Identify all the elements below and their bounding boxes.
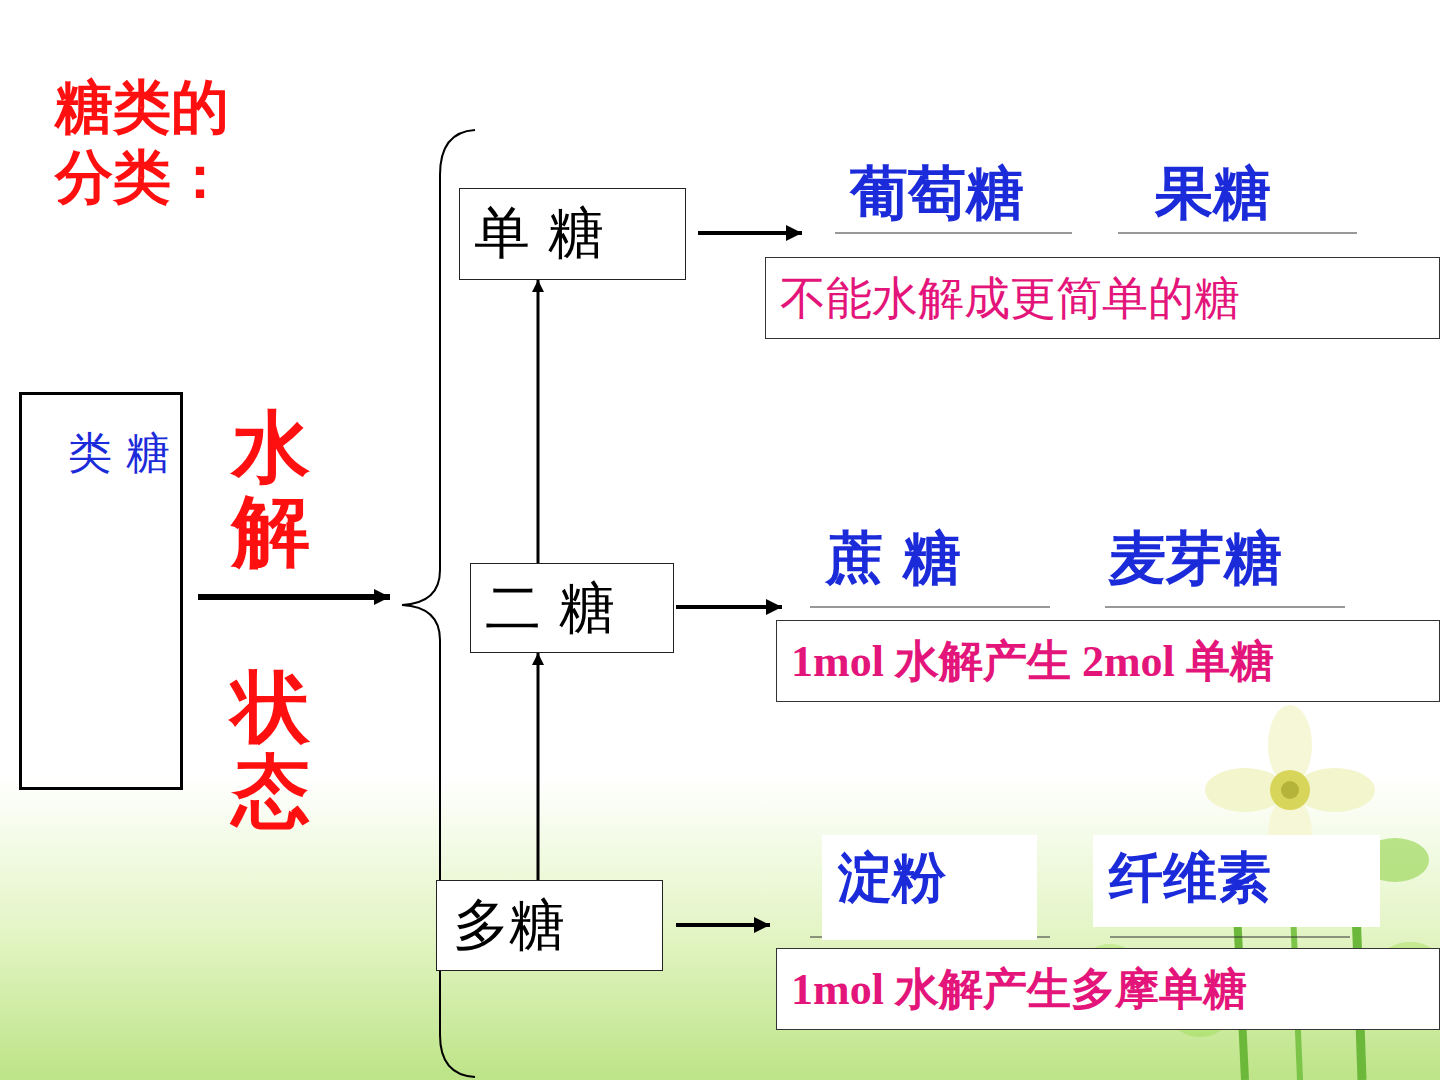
underline <box>1110 937 1350 938</box>
hydrolysis-arrow <box>537 653 540 880</box>
node-text: 1mol 水解产生 2mol 单糖 <box>791 635 1274 689</box>
example-sugar: 麦芽糖 <box>1108 523 1282 593</box>
definition-box: 1mol 水解产生多摩单糖 <box>776 948 1440 1030</box>
underline <box>1118 233 1357 234</box>
sugar-type-box: 多糖 <box>436 880 663 971</box>
node-text: 类 糖 <box>38 417 170 489</box>
criterion-label: 状态 <box>232 665 322 833</box>
example-box: 淀粉 <box>822 835 1037 940</box>
category-box: 类 糖 <box>19 392 183 790</box>
definition-box: 不能水解成更简单的糖 <box>765 257 1440 339</box>
example-sugar: 果糖 <box>1155 158 1271 228</box>
node-text: 淀粉 <box>838 845 946 911</box>
example-arrow <box>698 231 802 235</box>
node-text: 多糖 <box>453 891 565 959</box>
criterion-label: 水解 <box>232 405 322 573</box>
classification-arrow <box>198 594 390 600</box>
node-text: 纤维素 <box>1109 845 1271 911</box>
hydrolysis-arrow <box>537 280 540 563</box>
node-text: 单 糖 <box>474 199 604 267</box>
sugar-type-box: 单 糖 <box>459 188 686 280</box>
example-arrow <box>676 923 770 927</box>
diagram-title: 糖类的 分类： <box>55 72 275 212</box>
example-box: 纤维素 <box>1093 835 1380 927</box>
underline <box>1105 607 1345 608</box>
node-text: 二 糖 <box>485 574 615 642</box>
example-arrow <box>676 605 782 609</box>
example-sugar: 葡萄糖 <box>850 158 1024 228</box>
flower-center <box>1270 770 1310 810</box>
flower-center <box>1281 781 1299 799</box>
example-sugar: 蔗 糖 <box>825 523 961 593</box>
underline <box>835 233 1072 234</box>
node-text: 不能水解成更简单的糖 <box>780 270 1240 326</box>
sugar-type-box: 二 糖 <box>470 563 674 653</box>
underline <box>810 607 1050 608</box>
node-text: 1mol 水解产生多摩单糖 <box>791 963 1247 1017</box>
definition-box: 1mol 水解产生 2mol 单糖 <box>776 620 1440 702</box>
